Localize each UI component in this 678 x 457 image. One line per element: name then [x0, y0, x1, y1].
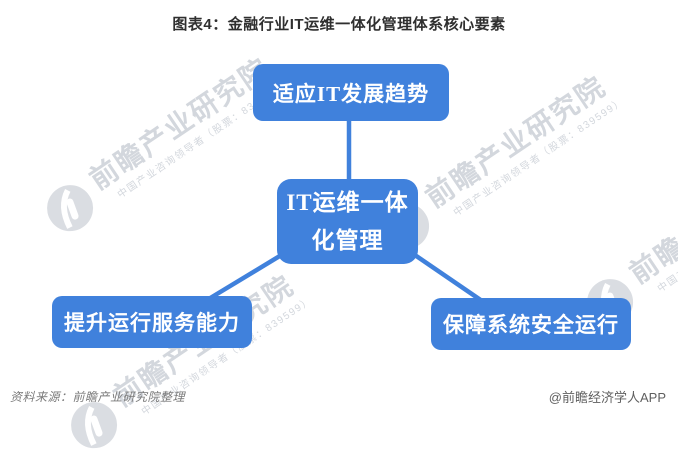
connector-center-bottom-left — [205, 249, 290, 302]
node-adapt-it-trends: 适应IT发展趋势 — [253, 64, 449, 121]
app-credit: @前瞻经济学人APP — [548, 390, 666, 405]
connector-center-bottom-right — [407, 249, 487, 305]
source-note: 资料来源：前瞻产业研究院整理 — [10, 390, 186, 404]
node-improve-service-capability: 提升运行服务能力 — [52, 296, 252, 348]
node-it-ops-integrated-management: IT运维一体 化管理 — [277, 179, 418, 264]
diagram-connectors — [205, 116, 487, 305]
node-ensure-system-security: 保障系统安全运行 — [431, 298, 631, 350]
page-title: 图表4：金融行业IT运维一体化管理体系核心要素 — [172, 16, 506, 33]
